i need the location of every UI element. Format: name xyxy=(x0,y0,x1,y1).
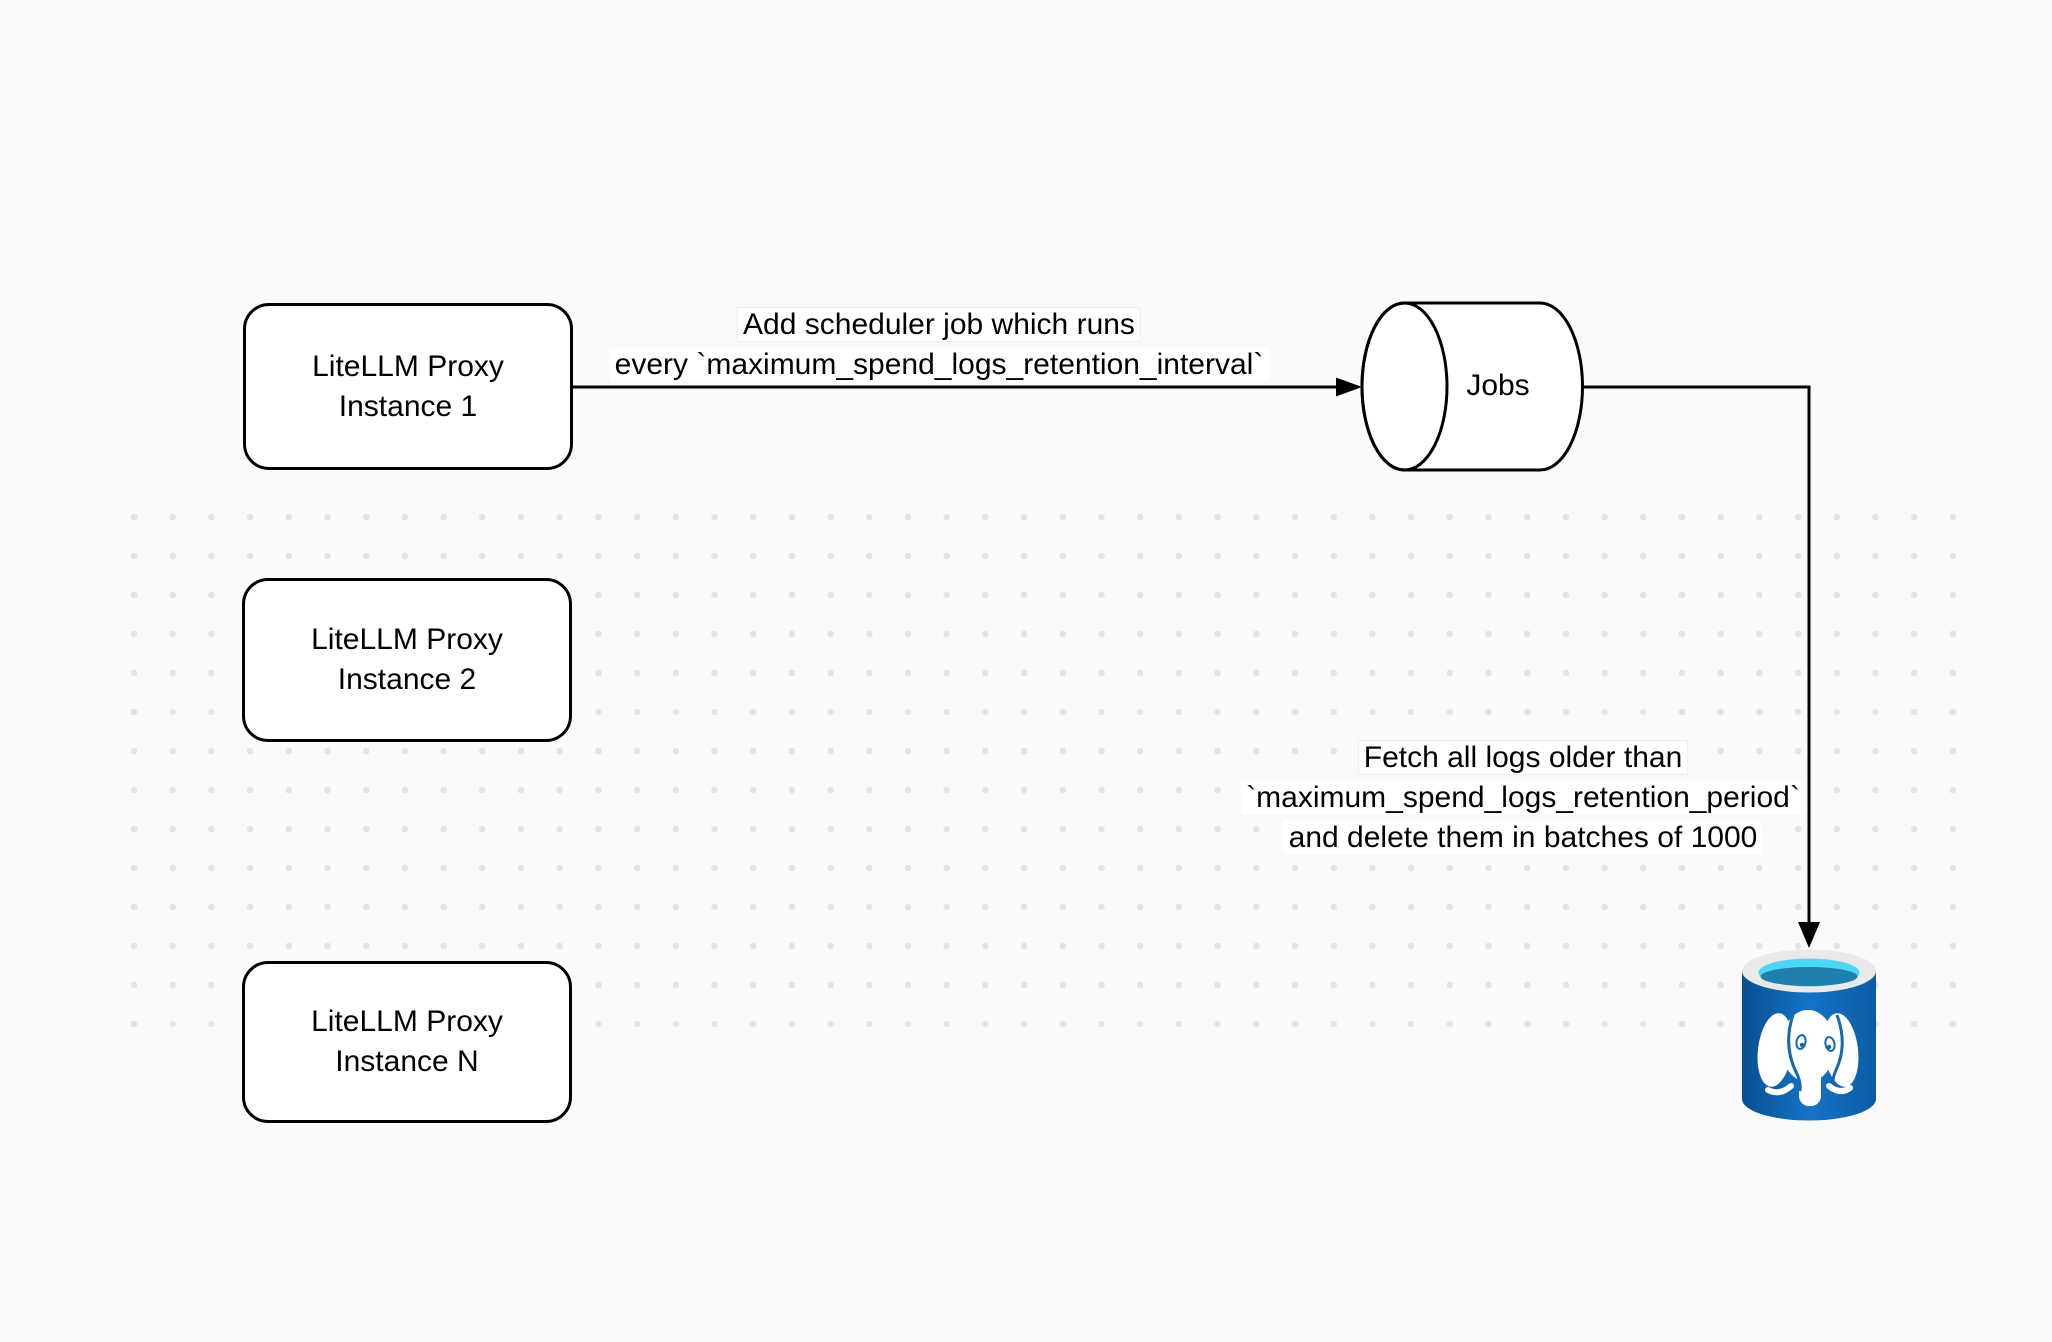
edge-label-line: Fetch all logs older than xyxy=(1241,738,1805,778)
node-label-line: Instance N xyxy=(335,1045,479,1078)
node-litellm-proxy-instance-1: LiteLLM Proxy Instance 1 xyxy=(243,303,573,470)
edge-label-fetch-delete: Fetch all logs older than `maximum_spend… xyxy=(1241,738,1805,858)
node-label-line: LiteLLM Proxy xyxy=(311,1005,503,1038)
arrow-jobs-to-database xyxy=(1583,385,1820,948)
node-label-line: Instance 2 xyxy=(337,663,477,696)
node-litellm-proxy-instance-2: LiteLLM Proxy Instance 2 xyxy=(242,578,572,742)
edge-label-add-scheduler: Add scheduler job which runs every `maxi… xyxy=(609,305,1269,385)
arrow-proxy1-to-jobs xyxy=(572,377,1362,397)
node-litellm-proxy-instance-n: LiteLLM Proxy Instance N xyxy=(242,961,572,1123)
edge-label-line: `maximum_spend_logs_retention_period` xyxy=(1241,778,1805,818)
edge-label-line: and delete them in batches of 1000 xyxy=(1241,818,1805,858)
jobs-queue-shape xyxy=(1360,301,1584,472)
jobs-queue-label: Jobs xyxy=(1466,369,1530,402)
arrowhead-right-icon xyxy=(1336,377,1362,397)
arrowhead-down-icon xyxy=(1798,922,1820,948)
node-label-line: LiteLLM Proxy xyxy=(312,349,504,383)
edge-label-line: every `maximum_spend_logs_retention_inte… xyxy=(609,345,1269,385)
edge-label-line: Add scheduler job which runs xyxy=(610,305,1269,345)
node-label-line: Instance 1 xyxy=(338,389,478,423)
postgres-elephant-glyph xyxy=(1757,1010,1859,1106)
postgresql-database-icon xyxy=(1742,949,1876,1121)
node-label-line: LiteLLM Proxy xyxy=(311,623,503,656)
